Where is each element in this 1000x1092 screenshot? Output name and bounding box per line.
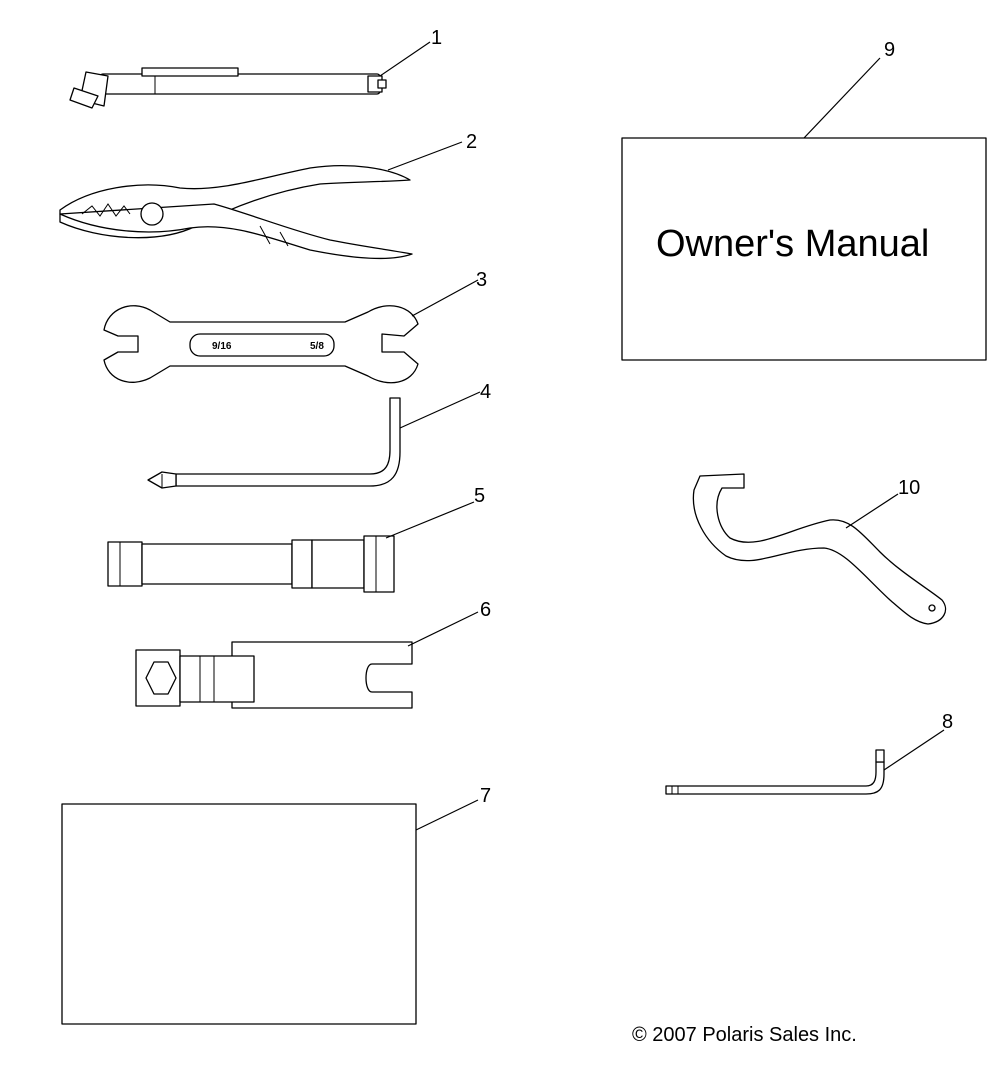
callout-4: 4 xyxy=(480,381,491,403)
part-10-hook-spanner xyxy=(692,473,947,625)
wrench-stamp-left: 9/16 xyxy=(212,341,232,352)
owners-manual-label: Owner's Manual xyxy=(656,223,929,265)
part-6-fork-wrench xyxy=(135,641,413,709)
callout-2: 2 xyxy=(466,131,477,153)
callout-10: 10 xyxy=(898,477,920,499)
part-8-hex-key xyxy=(665,749,885,795)
callout-9: 9 xyxy=(884,39,895,61)
callout-5: 5 xyxy=(474,485,485,507)
part-2-pliers xyxy=(59,164,413,260)
callout-8: 8 xyxy=(942,711,953,733)
part-3-open-end-wrench: 9/16 5/8 xyxy=(103,305,419,384)
callout-7: 7 xyxy=(480,785,491,807)
wrench-stamp-right: 5/8 xyxy=(310,341,324,352)
copyright-notice: © 2007 Polaris Sales Inc. xyxy=(632,1024,857,1046)
part-7-card xyxy=(61,803,417,1025)
part-4-l-screwdriver xyxy=(147,397,401,489)
part-1-pressure-gauge xyxy=(69,67,387,109)
callout-1: 1 xyxy=(431,27,442,49)
part-9-owners-manual: Owner's Manual xyxy=(621,137,987,361)
part-5-spark-plug-socket xyxy=(107,535,395,593)
callout-6: 6 xyxy=(480,599,491,621)
callout-3: 3 xyxy=(476,269,487,291)
